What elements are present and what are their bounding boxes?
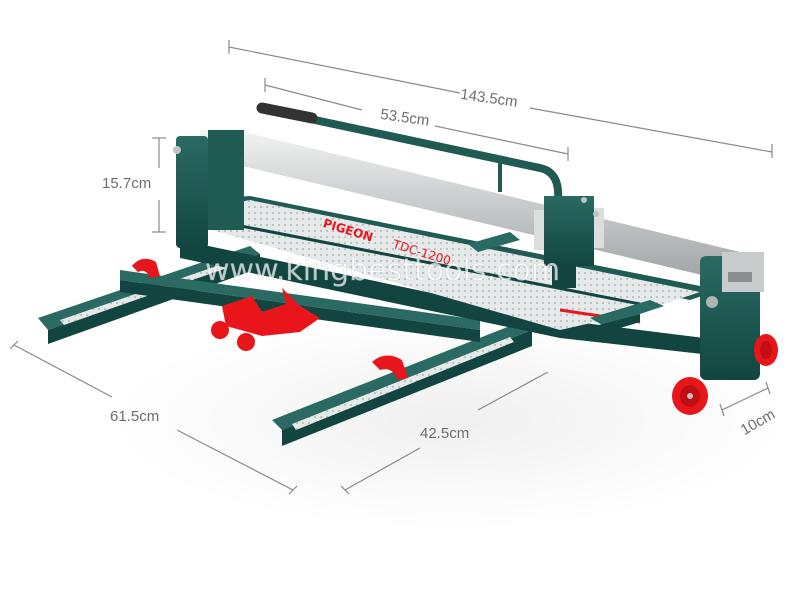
overall-length-label: 143.5cm bbox=[459, 86, 518, 111]
dimension-height: 15.7cm bbox=[102, 137, 166, 233]
extension-arm-width-label: 42.5cm bbox=[420, 425, 469, 442]
angle-guide-clamp[interactable] bbox=[211, 288, 320, 351]
fence-stop-right[interactable] bbox=[372, 355, 408, 380]
wheel-rear bbox=[754, 334, 778, 366]
watermark: www.kingbesttools.com bbox=[205, 253, 560, 288]
handle-length-label: 53.5cm bbox=[379, 106, 430, 130]
cutting-bed bbox=[190, 196, 720, 330]
floor-shadow bbox=[110, 310, 790, 530]
end-plate-right bbox=[700, 252, 764, 380]
cutting-head[interactable] bbox=[534, 196, 604, 288]
height-label: 15.7cm bbox=[102, 175, 151, 192]
lever-handle[interactable] bbox=[256, 102, 563, 201]
dimension-extension-arm-width: 42.5cm bbox=[340, 371, 549, 495]
guide-rail bbox=[200, 130, 740, 284]
support-block bbox=[468, 232, 520, 252]
extension-arm-length-label: 61.5cm bbox=[110, 408, 159, 425]
handle-grip bbox=[256, 102, 318, 124]
end-plate-left bbox=[173, 130, 244, 248]
fence-stop-left[interactable] bbox=[132, 258, 160, 278]
breaker-foot bbox=[580, 300, 664, 340]
dimension-extension-arm-length: 61.5cm bbox=[9, 340, 298, 495]
dimension-handle-length: 53.5cm bbox=[264, 78, 569, 161]
wheel-front bbox=[672, 377, 708, 415]
